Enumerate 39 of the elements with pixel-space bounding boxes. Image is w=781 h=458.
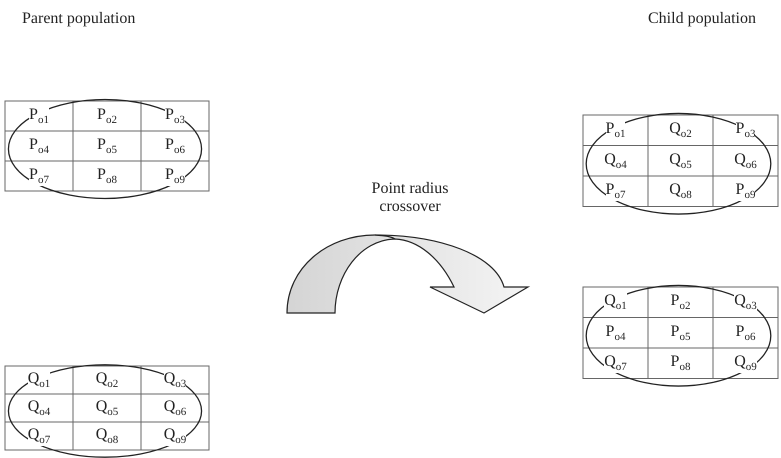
table-cell-text: Q$_{o4}$	[604, 150, 627, 171]
table-cell-text: P$_{o1}$	[29, 106, 49, 126]
table-cell-text: P$_{o3}$	[736, 120, 756, 140]
table-cell-text: Q$_{o7}$	[28, 426, 50, 446]
table-cell-text: P$_{o7}$	[606, 181, 626, 202]
table-cell-text: P$_{o1}$	[606, 120, 626, 140]
table-cell-text: P$_{o7}$	[29, 166, 49, 186]
table-cell-text: P$_{o2}$	[97, 106, 117, 126]
table-cell-text: P$_{o6}$	[165, 136, 185, 156]
table-cell-text: Q$_{o4}$	[28, 398, 50, 418]
table-cell-text: Q$_{o9}$	[164, 426, 186, 446]
table-cell-text: Q$_{o6}$	[164, 398, 186, 418]
table-cell-text: P$_{o5}$	[670, 322, 690, 343]
table-cell-text: Q$_{o9}$	[734, 353, 757, 374]
table-cell-text: Q$_{o3}$	[734, 292, 757, 312]
table-cell-text: Q$_{o5}$	[669, 150, 692, 171]
table-cell-text: Q$_{o8}$	[96, 426, 118, 446]
table-cell-text: P$_{o4}$	[606, 322, 626, 343]
table-cell-text: P$_{o5}$	[97, 136, 117, 156]
table-cell-text: Q$_{o2}$	[669, 120, 692, 140]
table-cell-text: Q$_{o7}$	[604, 353, 627, 374]
table-cell-text: P$_{o2}$	[670, 292, 690, 312]
table-cell-text: Q$_{o1}$	[604, 292, 627, 312]
table-cell-text: P$_{o9}$	[165, 166, 185, 186]
table-cell-text: P$_{o3}$	[165, 106, 185, 126]
heading: Child population	[648, 10, 756, 28]
heading: Parent population	[22, 10, 136, 28]
table-cell-text: Q$_{o5}$	[96, 398, 118, 418]
table-cell-text: Q$_{o1}$	[28, 370, 50, 390]
table-cell-text: Q$_{o8}$	[669, 181, 692, 202]
table-cell-text: P$_{o4}$	[29, 136, 49, 156]
table-cell-text: P$_{o6}$	[736, 322, 756, 343]
table-cell-text: Q$_{o3}$	[164, 370, 186, 390]
table-cell-text: P$_{o9}$	[736, 181, 756, 202]
table-cell-text: P$_{o8}$	[670, 353, 690, 374]
arrow-label: Point radius crossover	[370, 180, 450, 217]
table-cell-text: Q$_{o2}$	[96, 370, 118, 390]
table-cell-text: P$_{o8}$	[97, 166, 117, 186]
table-cell-text: Q$_{o6}$	[734, 150, 757, 171]
